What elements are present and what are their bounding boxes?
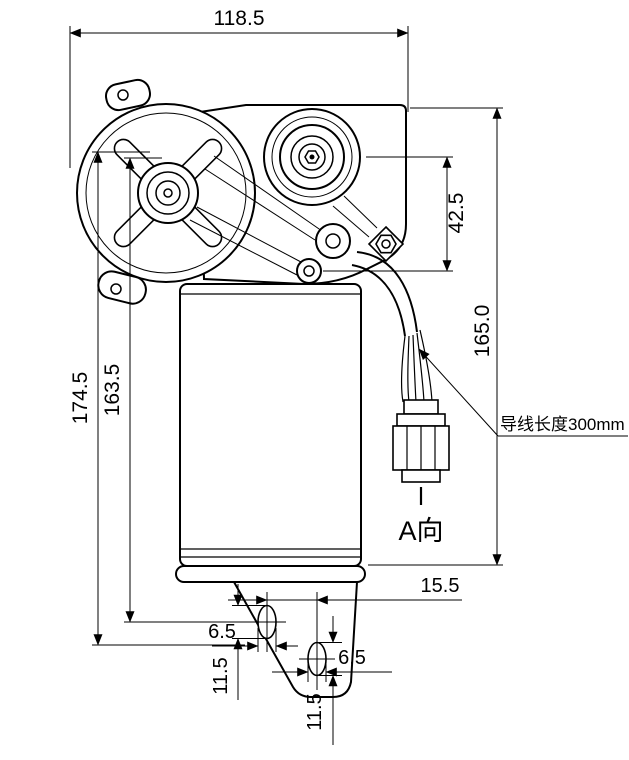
wire-length-callout: 导线长度300mm [418, 348, 628, 437]
left-bearing [137, 162, 199, 224]
motor-body [179, 283, 362, 567]
dim-overall-height: 165.0 [368, 107, 503, 566]
gear-housing [76, 78, 407, 305]
dim-overall-height-text: 165.0 [471, 305, 494, 358]
dim-left-outer-height: 174.5 [69, 151, 245, 646]
dim-left-inner-text: 163.5 [101, 364, 124, 417]
dim-left-inner-height: 163.5 [101, 157, 252, 623]
view-a-indicator: A向 [398, 487, 444, 546]
dim-top-width: 118.5 [69, 7, 409, 168]
dim-slot-spacing-text: 15.5 [421, 575, 460, 597]
bottom-flange [175, 565, 366, 698]
ear-hole-bottom [110, 283, 122, 295]
dim-slot1-width: 6.5 [208, 621, 298, 652]
wire-length-label: 导线长度300mm [500, 415, 625, 434]
pivot-circle [296, 258, 322, 284]
hex-bolt [367, 225, 405, 263]
dim-slot1-length: 11.5 [210, 584, 265, 700]
dim-slot2-length: 11.5 [304, 616, 342, 745]
dim-slot2-width-text: 6.5 [338, 647, 366, 669]
view-a-label: A向 [398, 516, 443, 546]
connector [392, 399, 450, 483]
dim-slot1-length-text: 11.5 [210, 657, 232, 694]
dim-left-outer-text: 174.5 [69, 372, 92, 425]
ear-hole-top [117, 89, 129, 101]
dim-slot2-width: 6.5 [272, 647, 392, 682]
end-cap [175, 565, 366, 583]
dim-crank-offset-text: 42.5 [445, 193, 468, 234]
linkage-rods [189, 155, 378, 276]
dim-crank-offset: 42.5 [323, 156, 468, 272]
output-shaft-boss [263, 108, 361, 206]
housing-dome-inner [85, 112, 247, 274]
dim-slot2-length-text: 11.5 [304, 693, 326, 730]
wire-harness [351, 251, 433, 403]
mount-tab [233, 581, 358, 698]
cam-circle [315, 223, 351, 259]
dim-slot1-width-text: 6.5 [208, 621, 236, 643]
dim-top-width-text: 118.5 [214, 7, 265, 30]
